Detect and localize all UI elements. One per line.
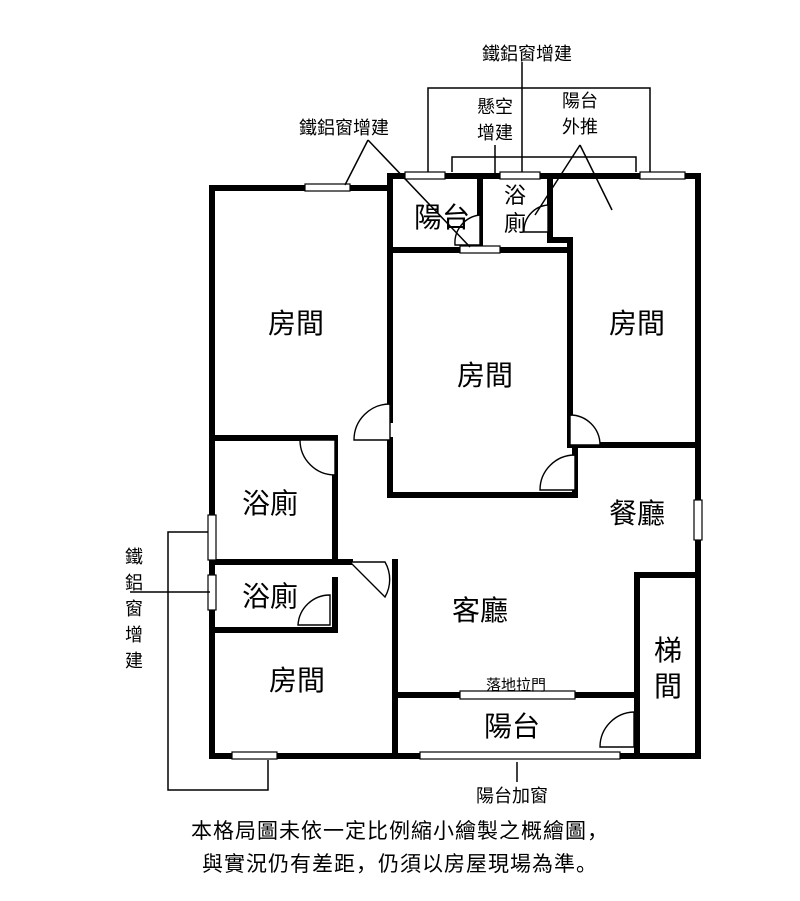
note-balcony-window: 陽台加窗: [476, 786, 548, 807]
disclaimer-line1: 本格局圖未依一定比例縮小繪製之概繪圖，: [191, 819, 609, 843]
label-living: 客廳: [452, 594, 508, 627]
label-bedroom-topright: 房間: [609, 307, 665, 340]
door-bath-lower: [297, 594, 331, 626]
label-bath-top: 浴廁: [504, 184, 526, 237]
note-balcony-pushout: 陽台外推: [562, 91, 598, 138]
label-bedroom-topleft: 房間: [268, 307, 324, 340]
leader-lines: [130, 62, 651, 791]
label-balcony-top: 陽台: [414, 201, 470, 234]
label-bedroom-bottomleft: 房間: [269, 664, 325, 697]
door-bedroom-center: [539, 454, 576, 491]
door-bedroom-topleft: [353, 403, 391, 441]
note-alu-window-left: 鐵鋁窗增建: [299, 118, 389, 139]
label-bedroom-center: 房間: [457, 359, 513, 392]
door-balcony-bottom: [599, 711, 635, 748]
door-bedroom-topright: [569, 414, 601, 446]
note-sliding-door: 落地拉門: [486, 676, 546, 694]
note-alu-window-side: 鐵鋁窗增建: [125, 547, 143, 672]
label-balcony-bottom: 陽台: [484, 710, 540, 743]
door-bedroom-bottomleft: [348, 561, 391, 599]
note-alu-window-top: 鐵鋁窗增建: [482, 44, 572, 65]
label-bath-lower: 浴廁: [242, 580, 298, 613]
windows: [207, 171, 703, 760]
door-bath-top: [523, 204, 549, 233]
label-bath-upper: 浴廁: [242, 487, 298, 520]
label-stair: 梯間: [654, 634, 682, 703]
note-suspended-addition: 懸空增建: [477, 97, 513, 144]
disclaimer-line2: 與實況仍有差距，仍須以房屋現場為準。: [202, 852, 598, 876]
label-dining: 餐廳: [609, 497, 665, 530]
door-bath-upper: [299, 439, 336, 476]
doors: [297, 204, 635, 748]
